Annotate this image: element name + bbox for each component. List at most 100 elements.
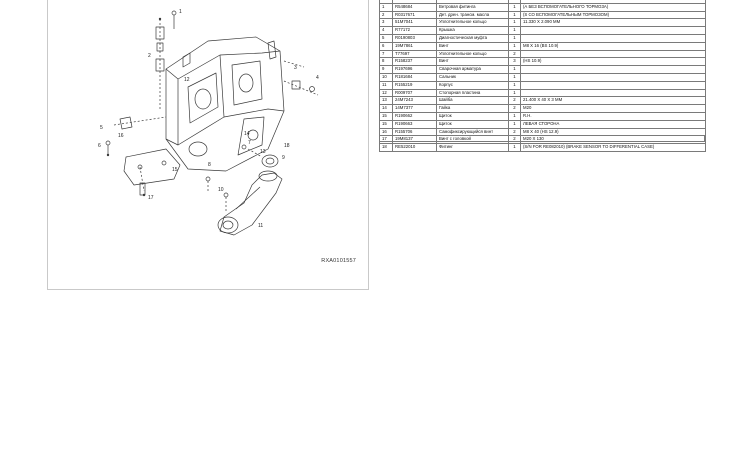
part-number: 14M7377 — [392, 104, 437, 113]
callout-label: 1 — [179, 9, 182, 15]
item-number: 5 — [379, 33, 393, 43]
remarks — [520, 26, 706, 35]
part-number: T77697 — [392, 49, 437, 59]
part-number: R548684 — [392, 2, 437, 12]
part-number: 19M7861 — [392, 41, 437, 51]
part-description: Щиток — [436, 111, 509, 121]
part-description: Гайка — [436, 104, 509, 113]
figure-reference-code: RXA0101557 — [321, 258, 356, 264]
part-description: Щиток — [436, 119, 509, 129]
callout-label: 12 — [184, 77, 190, 83]
quantity: 1 — [508, 65, 521, 74]
part-number: 51M7041 — [392, 18, 437, 28]
remarks: R.H. — [520, 111, 706, 121]
callout-label: 14 — [244, 131, 250, 137]
remarks: 11.330 X 2.090 ММ — [520, 18, 706, 28]
callout-label: 9 — [282, 155, 285, 161]
item-number: 7 — [379, 49, 393, 59]
callout-label: 2 — [148, 53, 151, 59]
callout-label: 11 — [258, 223, 263, 229]
part-description: Уплотнительное кольцо — [436, 18, 509, 28]
remarks: (S/N FOR RE082010) (BRAKE SENSOR TO DIFF… — [520, 143, 706, 152]
callout-label: 4 — [316, 75, 319, 81]
item-number: 15 — [379, 119, 393, 129]
part-description: Сальник — [436, 72, 509, 82]
remarks: ЛЕВАЯ СТОРОНА — [520, 119, 706, 129]
part-number: R190662 — [392, 111, 437, 121]
item-number: 1 — [379, 2, 393, 12]
part-number: R77172 — [392, 26, 437, 35]
part-description: Винт — [436, 41, 509, 51]
part-number: 24M7243 — [392, 96, 437, 106]
quantity: 1 — [508, 72, 521, 82]
item-number: 6 — [379, 41, 393, 51]
item-number: 2 — [379, 10, 393, 20]
quantity: 1 — [508, 41, 521, 51]
callout-label: 6 — [98, 143, 101, 149]
quantity: 2 — [508, 49, 521, 59]
remarks: (S СО ВСПОМОГАТЕЛЬНЫМ ТОРМОЗОМ) — [520, 10, 706, 20]
quantity: 1 — [508, 80, 521, 90]
quantity: 2 — [508, 104, 521, 113]
item-number: 13 — [379, 96, 393, 106]
quantity: 1 — [508, 18, 521, 28]
callout-label: 15 — [172, 167, 178, 173]
callout-label: 16 — [118, 133, 124, 139]
quantity: 2 — [508, 96, 521, 106]
quantity: 1 — [508, 2, 521, 12]
part-description: Винт — [436, 57, 509, 67]
remarks — [520, 72, 706, 82]
part-description: Диагностическая муфта — [436, 33, 509, 43]
quantity: 1 — [508, 88, 521, 98]
remarks: M8 X 16 (ВS 10.9) — [520, 41, 706, 51]
part-description: Дет. дрен. трансм. масла — [436, 10, 509, 20]
callout-label: 3 — [294, 65, 297, 71]
part-description: Стопорная пластина — [436, 88, 509, 98]
callout-label: 8 — [208, 162, 211, 168]
remarks: M20 — [520, 104, 706, 113]
callout-label: 18 — [284, 143, 290, 149]
part-description: Крышка — [436, 26, 509, 35]
callout-label: 5 — [100, 125, 103, 131]
item-number: 18 — [379, 143, 393, 152]
item-number: 15 — [379, 111, 393, 121]
part-number: R181684 — [392, 72, 437, 82]
item-number: 11 — [379, 80, 393, 90]
callout-label: 17 — [148, 195, 154, 201]
quantity: 1 — [508, 143, 521, 152]
part-number: R155219 — [392, 80, 437, 90]
quantity: 1 — [508, 33, 521, 43]
remarks: 21.400 X 40 X 3 ММ — [520, 96, 706, 106]
exploded-parts-diagram: 1 2 3 4 5 6 7 8 9 10 11 12 13 14 15 16 1… — [47, 0, 369, 290]
quantity: 1 — [508, 119, 521, 129]
callout-label: 7 — [248, 140, 251, 146]
quantity: 1 — [508, 26, 521, 35]
callout-label: 10 — [218, 187, 224, 193]
item-number: 12 — [379, 88, 393, 98]
remarks: (А БЕЗ ВСПОМОГАТЕЛЬНОГО ТОРМОЗА) — [520, 2, 706, 12]
parts-table-footer — [379, 135, 705, 142]
callout-label: 13 — [260, 149, 266, 155]
part-description: Фитинг — [436, 143, 509, 152]
part-description: Сварочная арматура — [436, 65, 509, 74]
remarks — [520, 33, 706, 43]
part-description: Уплотнительное кольцо — [436, 49, 509, 59]
part-number: R158237 — [392, 57, 437, 67]
remarks: (HS 10.9) — [520, 57, 706, 67]
transmission-housing-drawing: 1 2 3 4 5 6 7 8 9 10 11 12 13 14 15 16 1… — [98, 9, 319, 236]
remarks — [520, 88, 706, 98]
remarks — [520, 65, 706, 74]
